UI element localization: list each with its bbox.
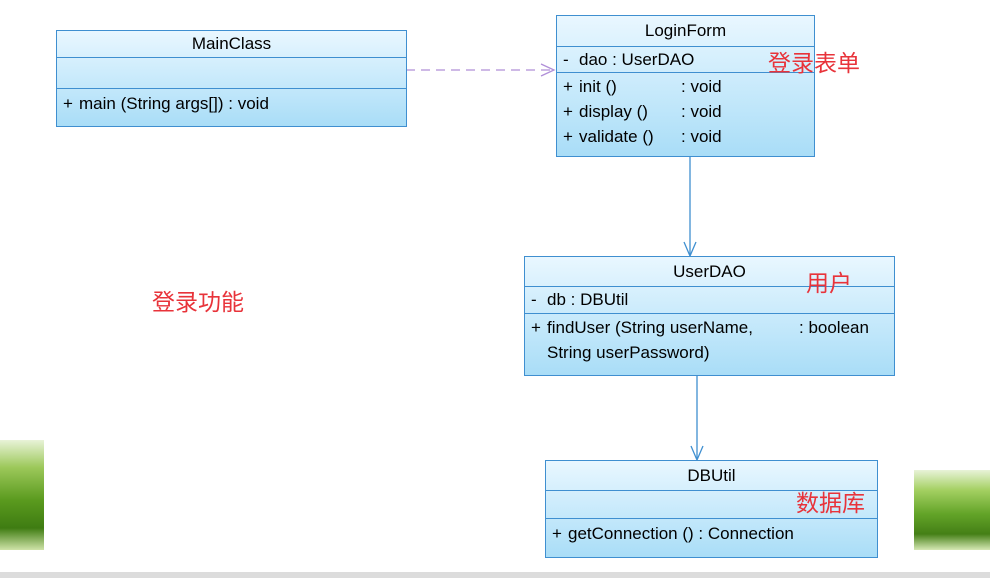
visibility: + <box>552 524 562 543</box>
return-type: : void <box>681 77 722 96</box>
signature: validate () <box>579 127 654 146</box>
operation-finduser-cont: String userPassword) <box>531 340 888 365</box>
attribute-db: -db : DBUtil <box>531 287 888 312</box>
class-name: LoginForm <box>557 16 814 47</box>
visibility: + <box>563 77 573 96</box>
class-loginform: LoginForm -dao : UserDAO + init () : void … <box>556 15 815 157</box>
operation-getconnection: + getConnection () : Connection <box>552 521 871 546</box>
operation-validate: + validate () : void <box>563 124 808 149</box>
attribute-type: : UserDAO <box>612 50 695 69</box>
visibility: + <box>531 318 541 337</box>
attribute-name: dao <box>579 50 608 69</box>
association-login-to-userdao <box>683 156 697 258</box>
operation-finduser: + findUser (String userName, : boolean <box>531 315 888 340</box>
attributes-section <box>57 58 406 89</box>
association-userdao-to-dbutil <box>690 375 704 462</box>
annotation-login-form: 登录表单 <box>768 51 860 77</box>
class-dbutil: DBUtil + getConnection () : Connection <box>545 460 878 558</box>
class-userdao: UserDAO -db : DBUtil + findUser (String u… <box>524 256 895 376</box>
return-type: : void <box>228 94 269 113</box>
grass-decoration-right <box>914 470 990 550</box>
return-type: : void <box>681 127 722 146</box>
operations-section: + init () : void + display () : void + valida… <box>557 73 814 151</box>
class-name: UserDAO <box>525 257 894 287</box>
visibility: - <box>531 290 537 309</box>
class-name: MainClass <box>57 31 406 58</box>
attribute-dao: -dao : UserDAO <box>563 47 808 72</box>
attributes-section: -dao : UserDAO <box>557 47 814 73</box>
dependency-main-to-login <box>406 63 556 77</box>
annotation-login-function: 登录功能 <box>152 290 244 316</box>
annotation-user: 用户 <box>806 271 852 297</box>
operation-main: + main (String args[]) : void <box>63 91 400 116</box>
class-name: DBUtil <box>546 461 877 491</box>
operations-section: + findUser (String userName, : boolean Str… <box>525 314 894 367</box>
visibility: + <box>563 127 573 146</box>
visibility: + <box>563 102 573 121</box>
return-type: : void <box>681 102 722 121</box>
operation-init: + init () : void <box>563 74 808 99</box>
signature-continuation: String userPassword) <box>547 343 710 362</box>
attributes-section: -db : DBUtil <box>525 287 894 314</box>
annotation-database: 数据库 <box>796 491 865 517</box>
attributes-section <box>546 491 877 519</box>
attribute-type: : DBUtil <box>570 290 629 309</box>
class-mainclass: MainClass + main (String args[]) : void <box>56 30 407 127</box>
signature: main (String args[]) <box>79 94 224 113</box>
visibility: + <box>63 94 73 113</box>
attribute-name: db <box>547 290 566 309</box>
bottom-border <box>0 572 990 578</box>
operation-display: + display () : void <box>563 99 808 124</box>
signature: findUser (String userName, <box>547 318 753 337</box>
return-type: : boolean <box>799 318 869 337</box>
signature: init () <box>579 77 617 96</box>
return-type: : Connection <box>698 524 794 543</box>
operations-section: + getConnection () : Connection <box>546 519 877 548</box>
visibility: - <box>563 50 569 69</box>
grass-decoration-left <box>0 440 44 550</box>
signature: display () <box>579 102 648 121</box>
operations-section: + main (String args[]) : void <box>57 89 406 118</box>
signature: getConnection () <box>568 524 694 543</box>
